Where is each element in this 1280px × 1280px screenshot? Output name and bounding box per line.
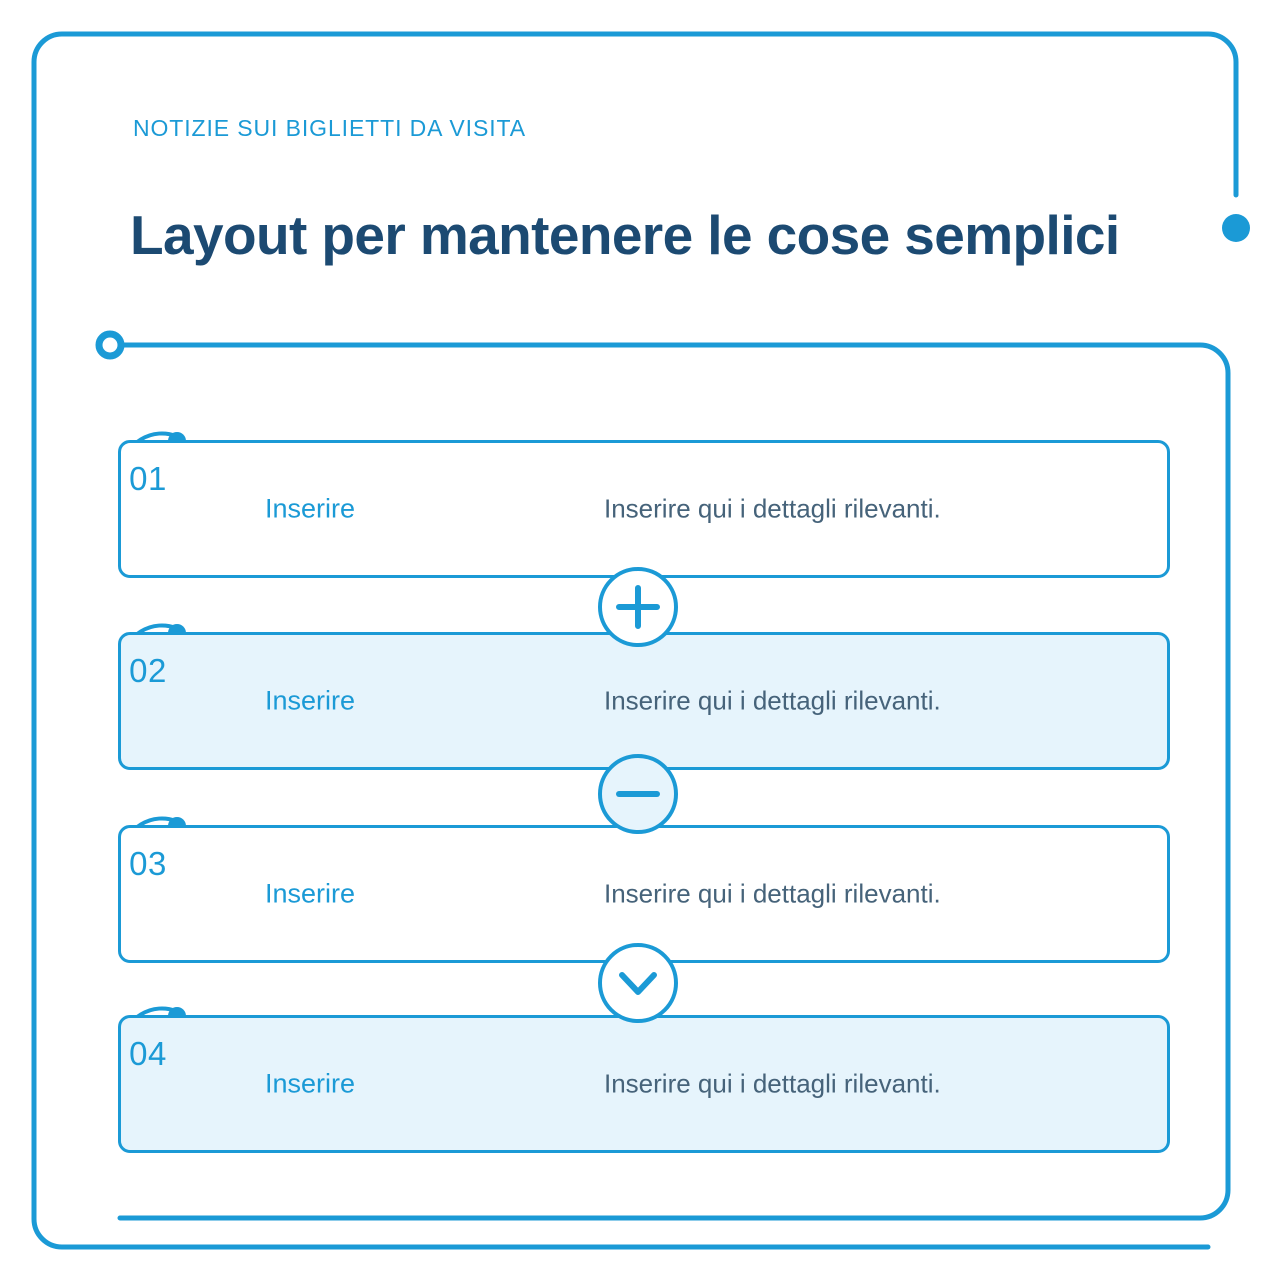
step-number-badge-04: 04 [108,1014,188,1094]
page-title: Layout per mantenere le cose semplici [130,204,1120,266]
chevron-connector-button[interactable] [597,942,679,1024]
step-number-label: 04 [129,1035,167,1072]
outer-frame-end-dot [1222,214,1250,242]
row-detail: Inserire qui i dettagli rilevanti. [604,878,941,909]
list-item[interactable]: Inserire Inserire qui i dettagli rilevan… [118,825,1170,963]
inner-frame-start-ring [95,330,125,360]
row-label: Inserire [265,493,356,524]
step-number-badge-03: 03 [108,824,188,904]
plus-connector-button[interactable] [597,566,679,648]
chevron-down-icon [598,943,678,1023]
step-number-label: 02 [129,652,167,689]
step-number-badge-02: 02 [108,631,188,711]
step-number-badge-01: 01 [108,439,188,519]
step-number-label: 01 [129,460,167,497]
eyebrow-label: NOTIZIE SUI BIGLIETTI DA VISITA [133,115,526,141]
list-item[interactable]: Inserire Inserire qui i dettagli rilevan… [118,632,1170,770]
minus-connector-button[interactable] [597,753,679,835]
row-label: Inserire [265,685,356,716]
row-label: Inserire [265,878,356,909]
list-item[interactable]: Inserire Inserire qui i dettagli rilevan… [118,440,1170,578]
row-detail: Inserire qui i dettagli rilevanti. [604,1068,941,1099]
minus-icon [598,754,678,834]
row-detail: Inserire qui i dettagli rilevanti. [604,493,941,524]
step-number-label: 03 [129,845,167,882]
row-label: Inserire [265,1068,356,1099]
row-detail: Inserire qui i dettagli rilevanti. [604,685,941,716]
plus-icon [598,567,678,647]
list-item[interactable]: Inserire Inserire qui i dettagli rilevan… [118,1015,1170,1153]
